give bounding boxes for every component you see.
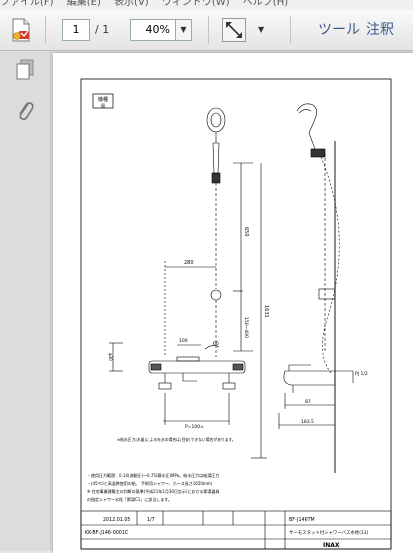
- spec-note-1: ・使用圧力範囲：0.14(流動圧)～0.75(静水圧)MPa。給水圧力は給湯圧力: [87, 472, 219, 478]
- zoom-input[interactable]: 40%: [130, 19, 176, 41]
- title-model: BF-J146TM: [289, 517, 315, 523]
- menu-edit[interactable]: 編集(E): [66, 0, 101, 8]
- dim-60: 60: [213, 341, 219, 347]
- dim-280: 280: [184, 260, 194, 266]
- attachment-icon[interactable]: [15, 99, 35, 127]
- expand-icon: [226, 22, 242, 38]
- title-date: 2012.01.05: [103, 517, 130, 523]
- page-number-input[interactable]: 1: [62, 19, 90, 41]
- dim-650: 650: [243, 227, 249, 237]
- dim-87: 87: [305, 399, 311, 405]
- document-area[interactable]: 機種 図: [51, 51, 413, 553]
- spec-note-4: の指定シャワー水栓「節湯C1」に該当します。: [87, 496, 172, 502]
- title-scale: 1/7: [147, 517, 155, 523]
- menu-bar: ファイル(F) 編集(E) 表示(V) ウィンドウ(W) ヘルプ(H): [0, 0, 413, 10]
- title-product: サーモスタット付シャワーバス水栓(13): [289, 529, 369, 536]
- fit-dropdown-icon[interactable]: ▼: [258, 25, 265, 34]
- tools-button[interactable]: ツール: [318, 22, 360, 38]
- pages-panel-icon[interactable]: [15, 59, 35, 85]
- drawing-frame: [80, 78, 392, 550]
- spec-note-2: ・(45℃)と高温時使用の給、 手術用シャワー、ホース長さ1650mm): [87, 480, 213, 486]
- side-faucet-body: [283, 370, 336, 386]
- zoom-dropdown-icon[interactable]: ▼: [176, 19, 192, 41]
- brand-logo: INAX: [323, 542, 340, 549]
- page-total: / 1: [95, 23, 110, 36]
- spec-note-3: ※ 住宅事業建築主の判断の基準(平成21年1月30日告示)における節湯器具: [87, 488, 219, 494]
- navigation-panel: [0, 51, 51, 551]
- fit-page-button[interactable]: [222, 18, 246, 42]
- note-caption: ※給水圧力(水量)による吐水の場合は(目安)できない場合があります。: [117, 437, 236, 442]
- dim-183-5: 183.5: [301, 419, 314, 425]
- title-drawing-no: KK-BF-J146-0001C: [85, 530, 129, 536]
- menu-window[interactable]: ウィンドウ(W): [161, 0, 230, 8]
- side-shower-head: [296, 103, 317, 134]
- dim-150-400: 150~400: [243, 317, 249, 338]
- technical-drawing: 機種 図: [80, 78, 392, 550]
- side-view: [278, 103, 354, 473]
- dim-1631: 1631: [263, 305, 269, 318]
- comment-button[interactable]: 注釈: [366, 22, 394, 38]
- menu-view[interactable]: 表示(V): [114, 0, 149, 8]
- corner-mark: [92, 93, 114, 109]
- front-shower-head: [206, 107, 226, 133]
- dim-100: 100: [179, 338, 188, 344]
- front-view: [109, 107, 267, 459]
- menu-help[interactable]: ヘルプ(H): [242, 0, 289, 8]
- menu-file[interactable]: ファイル(F): [0, 0, 54, 8]
- title-block: [80, 510, 392, 550]
- create-pdf-icon[interactable]: [9, 17, 33, 43]
- dim-pj: PJ 1/2: [355, 371, 368, 377]
- corner-mark-sub: 図: [101, 103, 105, 108]
- corner-mark-text: 機種: [98, 96, 108, 103]
- dim-kozure: φ30: [108, 353, 113, 361]
- dim-pitch: P=100±: [185, 424, 204, 430]
- pdf-page: 機種 図: [53, 53, 413, 553]
- front-slide-bracket: [210, 289, 222, 301]
- front-faucet-body: [148, 360, 246, 374]
- toolbar: 1 / 1 40% ▼ ▼ ツール 注釈: [0, 10, 413, 51]
